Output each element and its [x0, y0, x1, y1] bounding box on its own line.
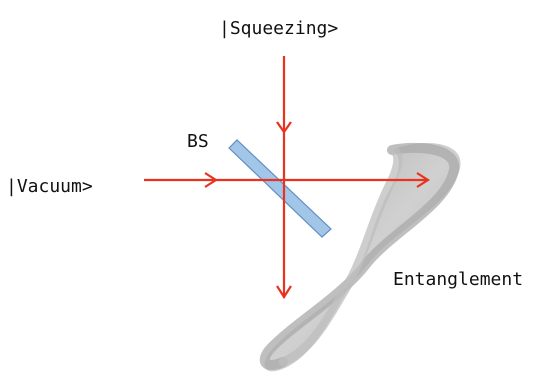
beam-splitter	[228, 139, 332, 238]
vertical-beam	[276, 56, 292, 300]
horizontal-beam	[144, 172, 431, 188]
arrowhead-right-icon	[416, 172, 431, 188]
bs-label: BS	[187, 131, 209, 152]
entanglement-figure-eight-icon	[259, 142, 461, 372]
arrowhead-right-icon	[204, 172, 219, 188]
squeezing-label: |Squeezing>	[219, 18, 338, 39]
entanglement-label: Entanglement	[393, 269, 523, 290]
arrowhead-down-icon	[276, 285, 292, 300]
vacuum-label: |Vacuum>	[6, 176, 93, 197]
arrowhead-down-icon	[276, 121, 292, 134]
